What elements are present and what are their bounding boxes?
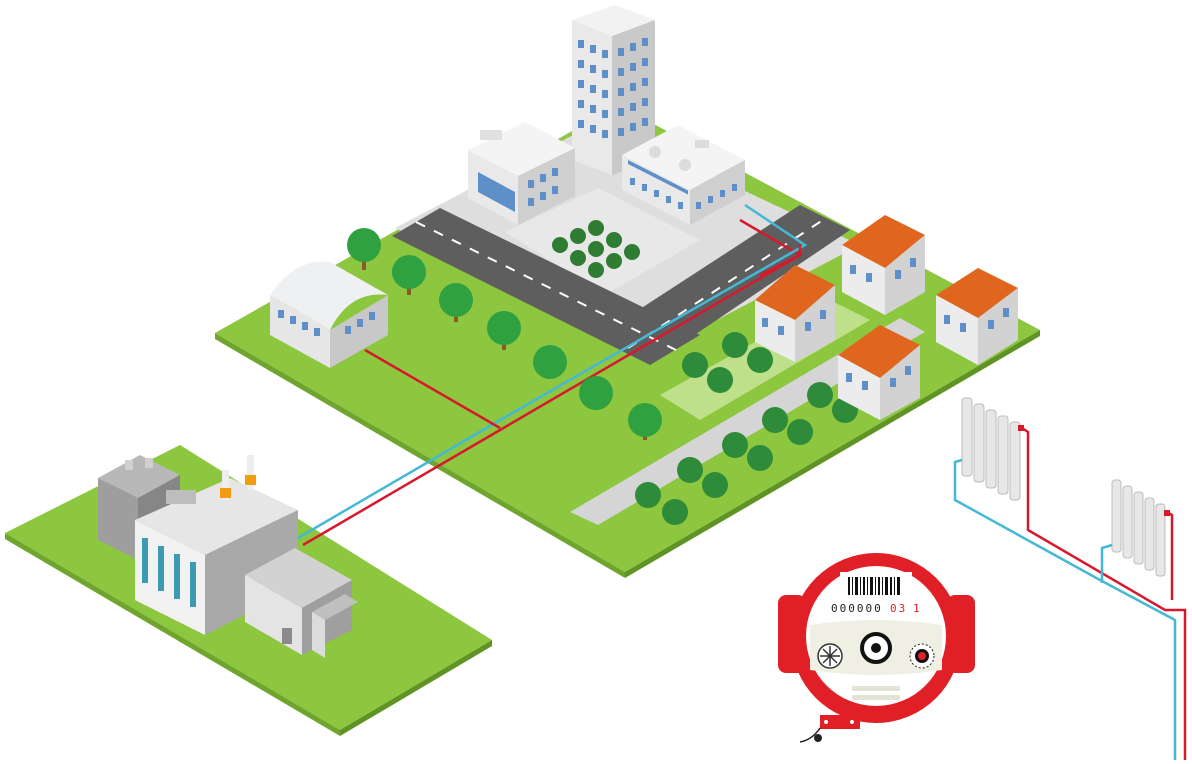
inner-garden bbox=[505, 188, 700, 295]
barcode bbox=[848, 577, 900, 595]
house-2 bbox=[842, 215, 925, 315]
tall-tower bbox=[572, 5, 655, 175]
seal-icon bbox=[814, 734, 822, 742]
city-ground bbox=[215, 105, 1040, 578]
city-grass-edge-right bbox=[625, 330, 1040, 578]
meter-digits-black: 000000 bbox=[831, 602, 883, 615]
hot-pipe-main bbox=[302, 218, 803, 547]
water-meter: 000000 03 1 bbox=[778, 553, 975, 743]
cold-pipe-main bbox=[297, 203, 808, 540]
tower-windows bbox=[578, 38, 648, 138]
hot-pipe-branch-hangar bbox=[364, 348, 501, 430]
walkway bbox=[570, 318, 925, 525]
office-right bbox=[622, 125, 745, 225]
road-markings bbox=[415, 217, 827, 351]
meter-digits-red: 03 bbox=[890, 602, 907, 615]
pipes bbox=[297, 203, 808, 547]
chimney-2 bbox=[247, 455, 254, 490]
chimney-1 bbox=[222, 470, 229, 500]
meter-digit-last: 1 bbox=[913, 602, 922, 615]
office-left bbox=[468, 122, 575, 225]
factory-grass-edge-right bbox=[340, 640, 492, 736]
house-1 bbox=[755, 265, 835, 362]
house-3 bbox=[936, 268, 1018, 365]
garden-bushes bbox=[552, 220, 640, 278]
factory-grass-edge bbox=[5, 533, 340, 736]
radiator-large bbox=[961, 397, 1024, 501]
hangar bbox=[270, 261, 388, 368]
city-grass-edge-left bbox=[215, 333, 625, 578]
roof-unit bbox=[480, 130, 502, 140]
tree-row bbox=[347, 228, 662, 440]
radiator-small bbox=[1111, 479, 1170, 577]
radiator-pipes bbox=[953, 426, 1187, 760]
hot-pipe-branch-houses bbox=[759, 245, 802, 277]
factory bbox=[98, 455, 358, 658]
house-4 bbox=[838, 325, 920, 420]
